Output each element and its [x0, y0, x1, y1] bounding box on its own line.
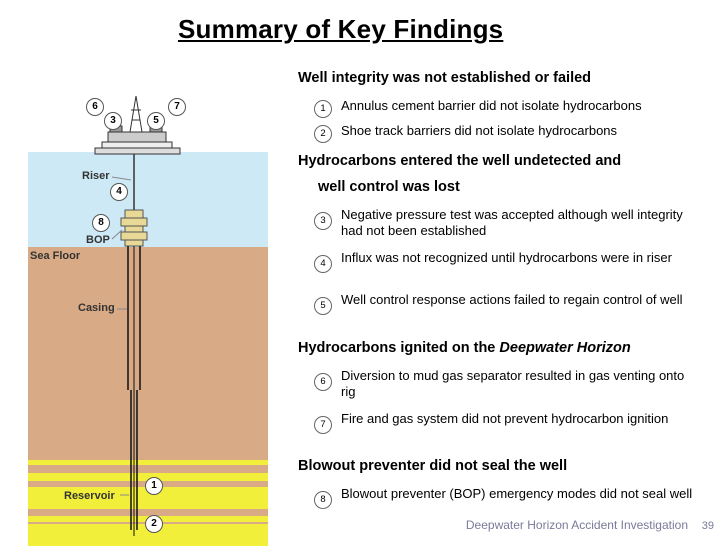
finding-number: 5	[314, 297, 332, 315]
page-number: 39	[701, 520, 714, 532]
diagram-marker-3: 3	[104, 112, 122, 130]
finding-number: 3	[314, 212, 332, 230]
section-heading-4: Blowout preventer did not seal the well	[298, 458, 568, 474]
diagram-marker-7: 7	[168, 98, 186, 116]
reservoir-label: Reservoir	[64, 490, 115, 502]
riser-label: Riser	[82, 170, 110, 182]
finding-text: Blowout preventer (BOP) emergency modes …	[341, 486, 693, 501]
casing-lines	[127, 246, 141, 536]
sea-floor-label: Sea Floor	[30, 250, 81, 262]
bop-stack	[120, 209, 148, 247]
finding-number: 8	[314, 491, 332, 509]
finding-number: 1	[314, 100, 332, 118]
sea-area	[28, 152, 268, 247]
finding-number: 6	[314, 373, 332, 391]
section-heading-3-italic: Deepwater Horizon	[499, 340, 631, 356]
finding-number: 2	[314, 125, 332, 143]
finding-text: Influx was not recognized until hydrocar…	[341, 250, 672, 265]
diagram-marker-5: 5	[147, 112, 165, 130]
section-heading-1: Well integrity was not established or fa…	[298, 70, 592, 86]
footer-text: Deepwater Horizon Accident Investigation	[465, 518, 688, 532]
bop-label: BOP	[86, 234, 110, 246]
section-heading-2: Hydrocarbons entered the well undetected…	[298, 153, 622, 169]
section-heading-2-line2: well control was lost	[318, 179, 460, 195]
slide-title: Summary of Key Findings	[178, 14, 504, 44]
finding-text: Negative pressure test was accepted alth…	[341, 207, 683, 238]
finding-text: Shoe track barriers did not isolate hydr…	[341, 123, 618, 138]
finding-text: Diversion to mud gas separator resulted …	[341, 368, 685, 399]
finding-number: 7	[314, 416, 332, 434]
casing-label: Casing	[78, 302, 115, 314]
diagram-marker-1: 1	[145, 477, 163, 495]
label-arrows	[111, 176, 132, 496]
diagram-marker-8: 8	[92, 214, 110, 232]
section-heading-3-text: Hydrocarbons ignited on the	[298, 340, 500, 356]
diagram-marker-6: 6	[86, 98, 104, 116]
finding-number: 4	[314, 255, 332, 273]
diagram-marker-4: 4	[110, 183, 128, 201]
well-diagram-graphic	[28, 95, 268, 546]
finding-text: Well control response actions failed to …	[341, 292, 683, 307]
finding-text: Fire and gas system did not prevent hydr…	[341, 411, 669, 426]
well-diagram: Riser BOP Sea Floor Casing Reservoir 6 7…	[0, 90, 275, 546]
diagram-marker-2: 2	[145, 515, 163, 533]
section-heading-3: Hydrocarbons ignited on the Deepwater Ho…	[298, 340, 631, 356]
finding-text: Annulus cement barrier did not isolate h…	[341, 98, 642, 113]
